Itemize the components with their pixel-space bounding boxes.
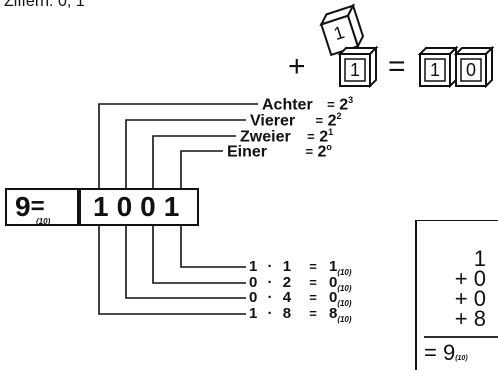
product-dot: · — [268, 289, 273, 306]
decimal-subscript: (10) — [36, 218, 50, 226]
product-factor: 4 — [283, 289, 291, 306]
place-value-exponent: o — [326, 142, 332, 152]
sum-total-subscript: (10) — [455, 355, 467, 362]
place-value-equals: = — [316, 113, 324, 128]
product-row: 1 · 8 = 8(10) — [249, 306, 352, 324]
product-subscript: (10) — [337, 315, 351, 324]
product-digit: 1 — [249, 305, 257, 322]
product-digit: 1 — [249, 258, 257, 275]
product-dot: · — [268, 258, 273, 275]
sum-line: + 8 — [455, 308, 486, 330]
product-dot: · — [268, 305, 273, 322]
place-value-exponent: 3 — [348, 95, 353, 105]
product-factor: 8 — [283, 305, 291, 322]
product-equals: = — [309, 290, 317, 305]
product-equals: = — [309, 275, 317, 290]
sum-total: = 9(10) — [424, 342, 468, 364]
place-value-label: Vierer — [250, 112, 295, 129]
place-value-label: Einer — [227, 143, 267, 160]
place-value-equals: = — [327, 97, 335, 112]
binary-number: 1001 — [93, 191, 187, 223]
place-value-label: Achter — [262, 96, 313, 113]
product-digit: 0 — [249, 289, 257, 306]
decimal-value: 9 — [15, 191, 31, 223]
product-factor: 1 — [283, 258, 291, 275]
product-equals: = — [309, 306, 317, 321]
place-value-row: Einer = 2o — [227, 143, 332, 160]
place-value-exponent: 2 — [336, 111, 341, 121]
sum-total-value: = 9 — [424, 340, 455, 365]
product-equals: = — [309, 259, 317, 274]
place-value-equals: = — [305, 144, 313, 159]
place-value-exponent: 1 — [328, 127, 333, 137]
binary-number-box: 1001 — [79, 188, 199, 226]
